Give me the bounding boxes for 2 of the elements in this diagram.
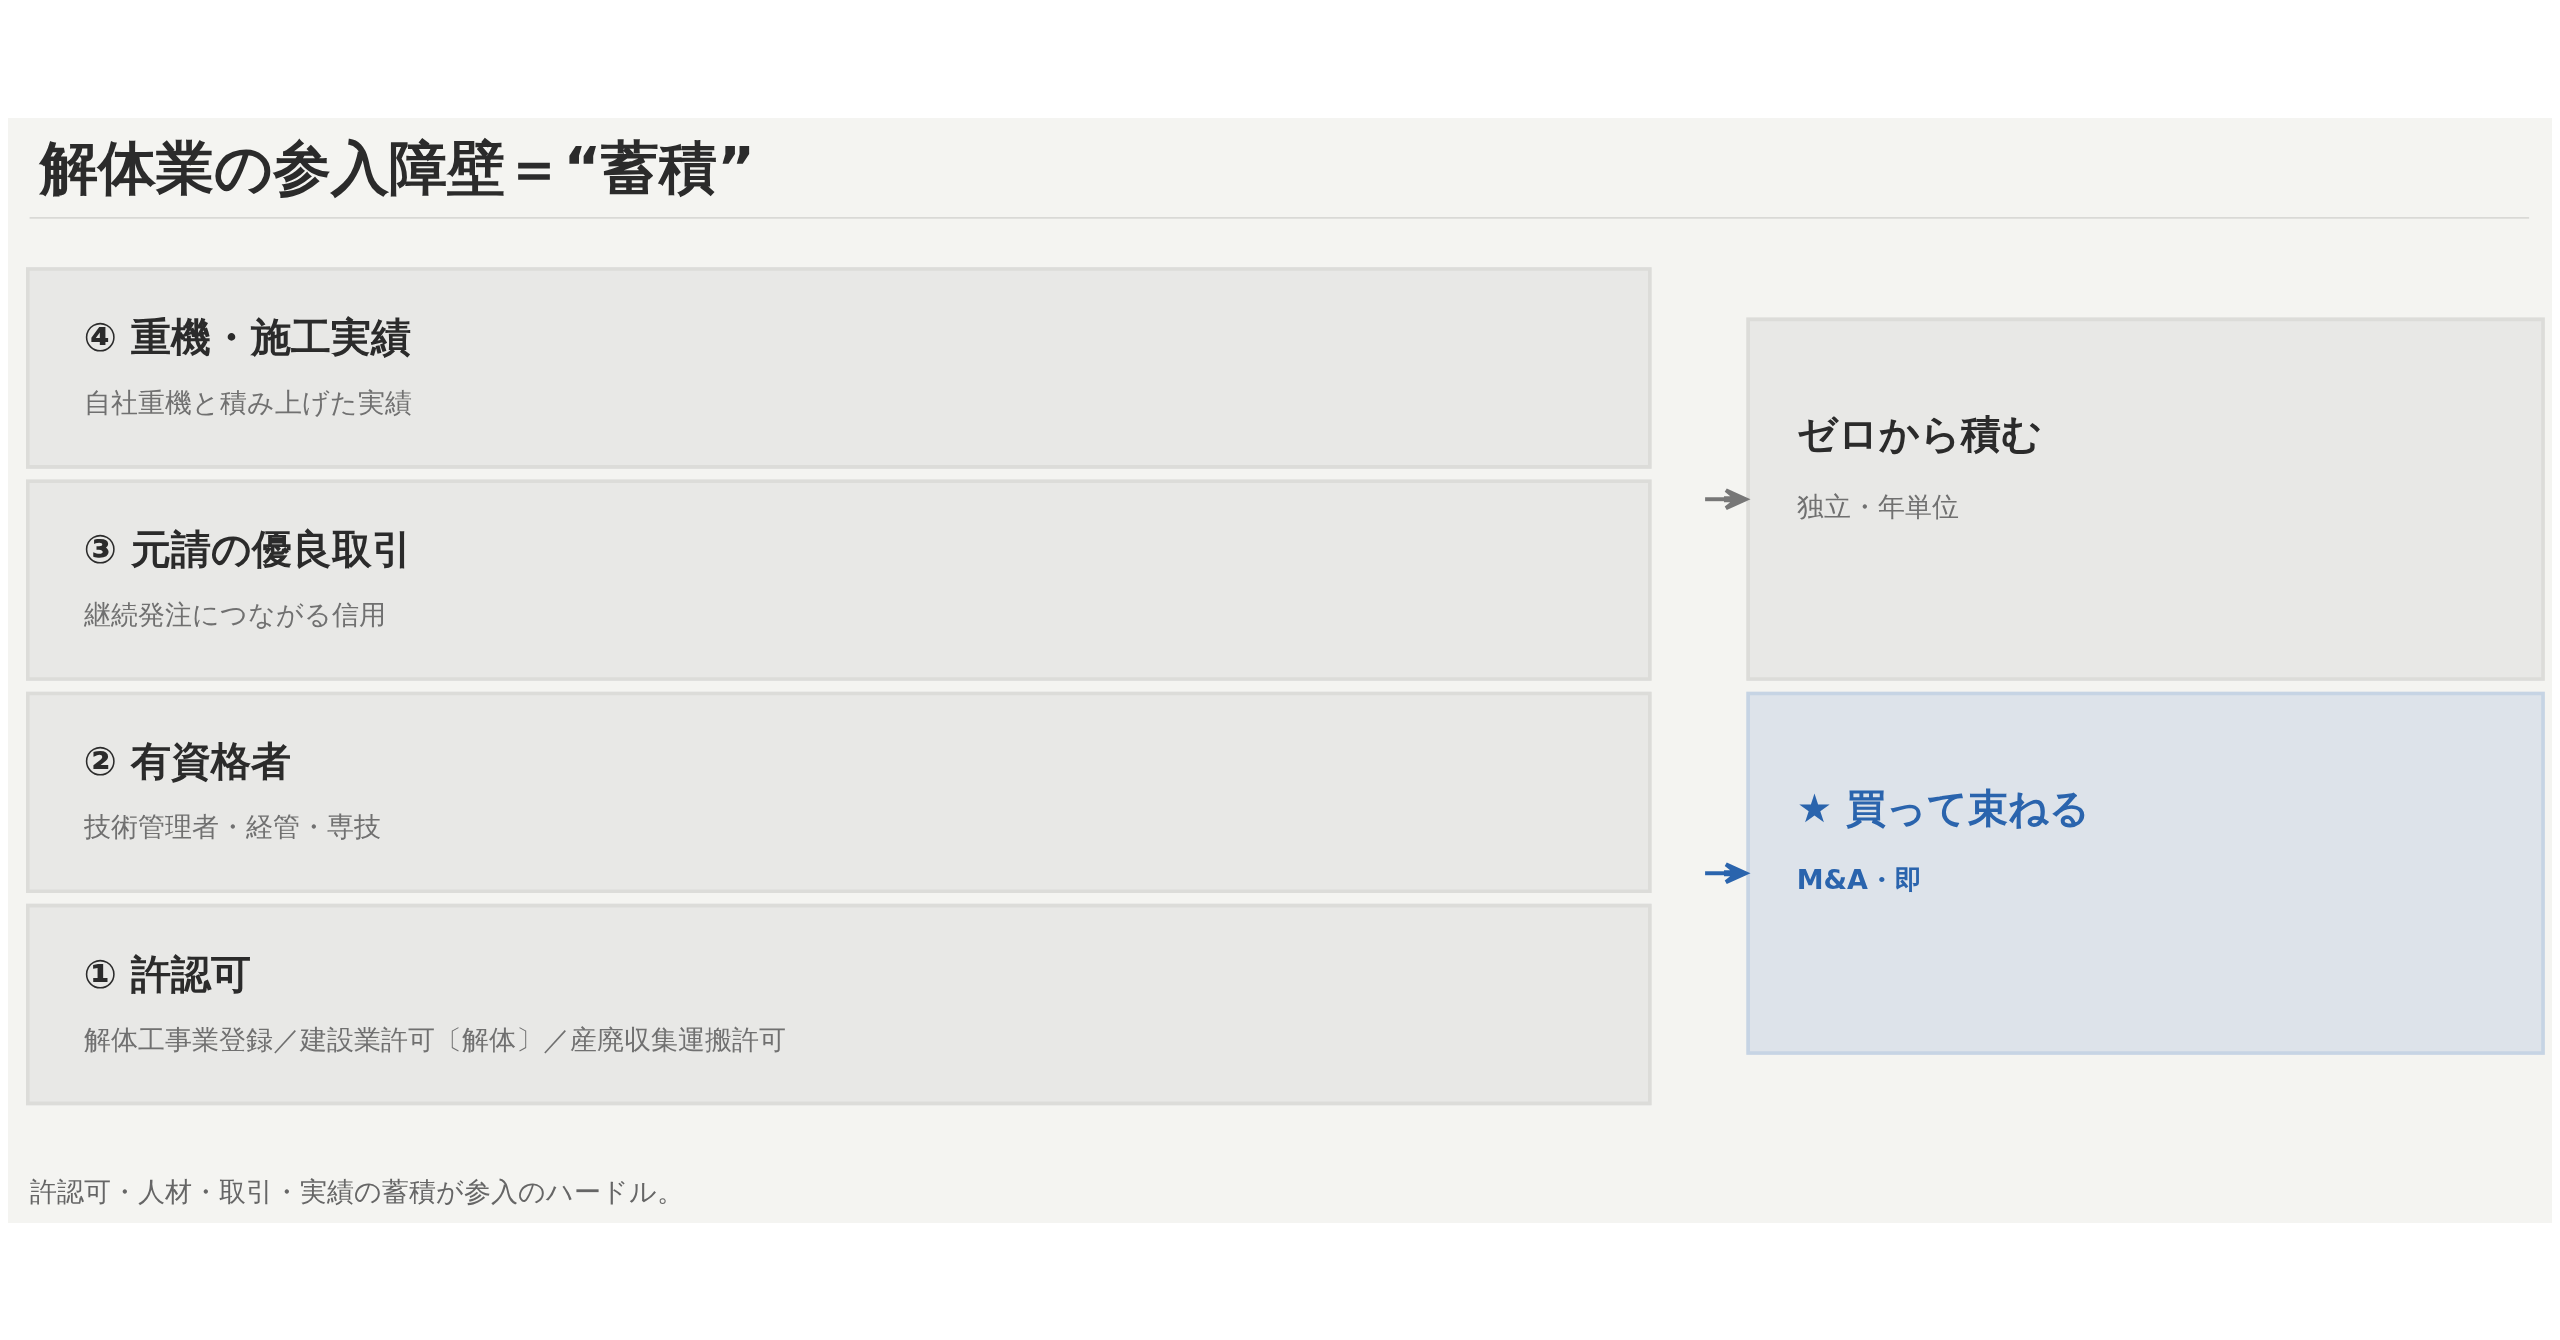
caption: 許認可・人材・取引・実績の蓄積が参入のハードル。 bbox=[29, 1175, 684, 1207]
diagram-title: 解体業の参入障壁＝“蓄積” bbox=[40, 134, 756, 202]
